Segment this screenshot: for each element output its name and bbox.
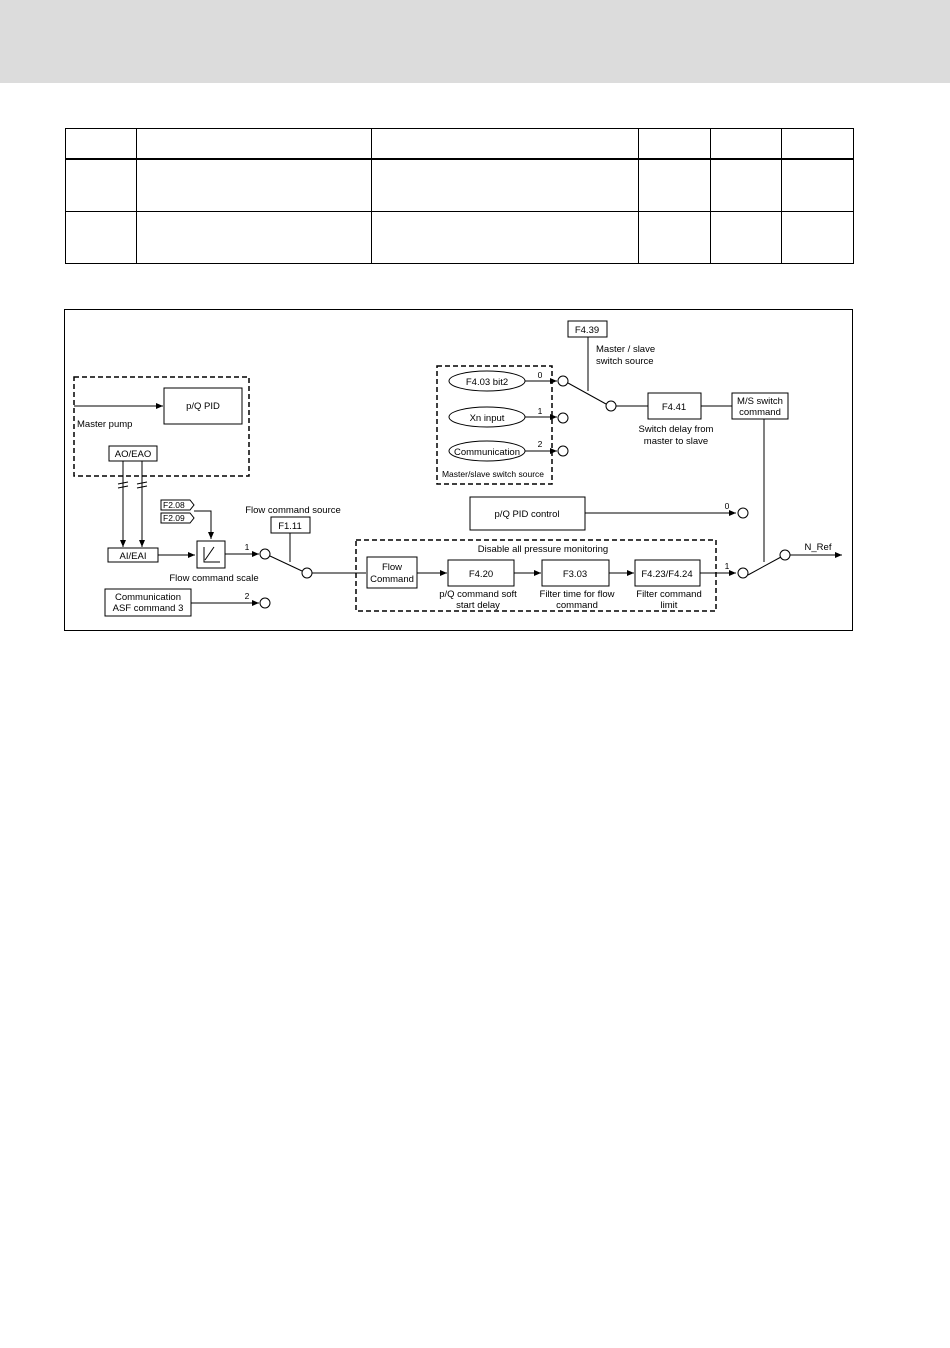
f441-label: F4.41 [662,402,686,413]
table-cell [65,158,137,212]
f303-block [541,559,610,587]
table-cell [135,211,373,264]
table-header-cell [371,128,640,160]
signal-break-mark [136,481,148,489]
f423-desc-line1: Filter command [636,589,701,600]
pq-pid-control-block [469,496,586,531]
table-cell [781,211,854,264]
ms-in2-label: 2 [538,439,543,449]
ms-in0-label: 0 [538,370,543,380]
ms-switch-input2-terminal [557,445,569,457]
ao-eao-label: AO/EAO [115,449,151,460]
switch1-input1-terminal [259,548,271,560]
ms-switch-input1-terminal [557,412,569,424]
ms-switch-source-group [436,365,553,485]
f420-block [447,559,515,587]
f208-tag [160,499,195,511]
flow-command-scale-block [196,540,226,569]
table-cell [65,211,137,264]
ms-switch-output-terminal [605,400,617,412]
flow-command-scale-label: Flow command scale [169,573,258,584]
parameter-table [65,128,854,264]
final-in1-label: 1 [725,561,730,571]
disable-monitoring-group [355,539,717,612]
scale-icon [203,546,220,563]
flow-command-block [366,556,418,589]
ms-switch-cmd-label-line1: M/S switch [737,396,783,407]
table-header-cell [65,128,137,160]
f423-f424-block [634,559,701,587]
f208-f209-to-scale-arrow [194,510,214,539]
page-header-band [0,0,950,83]
table-cell [638,211,711,264]
signal-break-mark [117,481,129,489]
flow-command-label-line2: Command [370,574,414,585]
switch1-output-terminal [301,567,313,579]
f420-desc-line1: p/Q command soft [439,589,517,600]
table-header-cell [135,128,373,160]
f303-label: F3.03 [563,569,587,580]
ms-switch-command-block [731,392,789,420]
f423-desc-line2: limit [661,600,678,611]
switch1-input2-terminal [259,597,271,609]
ms-switch-source-box-label: Master/slave switch source [442,469,544,479]
switch-delay-label-line2: master to slave [644,436,708,447]
communication-label: Communication [454,447,520,458]
f303-desc-line1: Filter time for flow [540,589,615,600]
f209-tag [160,512,195,524]
f111-label: F1.11 [278,521,302,532]
final-switch-lever [747,556,782,576]
f441-block [647,392,702,420]
block-diagram-frame [64,309,853,631]
flow-command-source-label: Flow command source [245,505,341,516]
pq-pid-block [163,387,243,425]
comm-asf-label-line2: ASF command 3 [113,603,184,614]
f423-f424-label: F4.23/F4.24 [641,569,692,580]
f420-desc-line2: start delay [456,600,500,611]
xn-input-label: Xn input [470,413,505,424]
table-cell [709,211,783,264]
switch-delay-label-line1: Switch delay from [639,424,714,435]
pq-pid-label: p/Q PID [186,401,220,412]
final-switch-output-terminal [779,549,791,561]
f209-label: F2.09 [163,513,185,523]
f303-desc-line2: command [556,600,598,611]
f208-label: F2.08 [163,500,185,510]
ms-source-label-line2: switch source [596,356,654,367]
master-pump-label: Master pump [77,419,132,430]
master-pump-group [73,376,250,477]
disable-monitoring-label: Disable all pressure monitoring [478,544,608,555]
table-cell [371,158,640,212]
f439-label: F4.39 [575,325,599,336]
f403-bit2-label: F4.03 bit2 [466,377,508,388]
f420-label: F4.20 [469,569,493,580]
switch1-lever [269,555,303,572]
table-header-cell [781,128,854,160]
table-row [65,211,854,264]
ms-switch-cmd-label-line2: command [739,407,781,418]
final-switch-input0-terminal [737,507,749,519]
flow-command-label-line1: Flow [382,562,402,573]
final-switch-input1-terminal [737,567,749,579]
ao-eao-block [108,445,158,462]
ai-eai-label: AI/EAI [120,551,147,562]
switch1-in2-label: 2 [245,591,250,601]
table-cell [371,211,640,264]
ms-source-label-line1: Master / slave [596,344,655,355]
table-cell [638,158,711,212]
table-cell [781,158,854,212]
table-row [65,158,854,212]
ms-switch-input0-terminal [557,375,569,387]
ms-in1-label: 1 [538,406,543,416]
table-header-cell [709,128,783,160]
final-in0-label: 0 [725,501,730,511]
table-header-row [65,128,854,160]
n-ref-label: N_Ref [805,542,832,553]
pq-pid-control-label: p/Q PID control [495,509,560,520]
table-cell [135,158,373,212]
ms-switch-lever [567,382,607,405]
switch1-in1-label: 1 [245,542,250,552]
comm-asf-label-line1: Communication [115,592,181,603]
